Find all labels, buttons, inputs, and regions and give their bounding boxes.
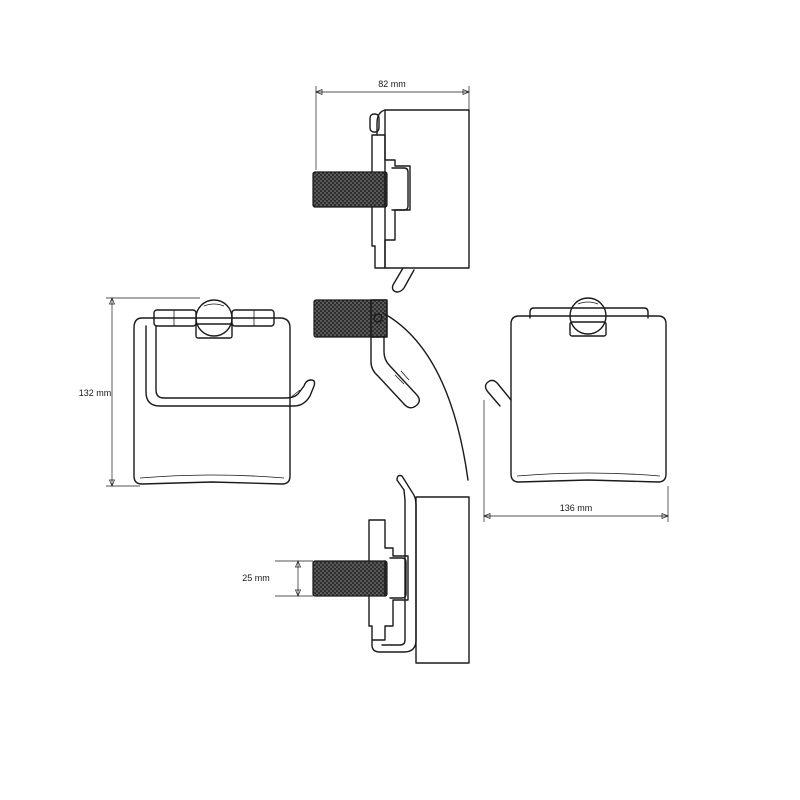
knurled-bar-bottom — [312, 560, 388, 597]
front-view-left: 132 mm — [79, 297, 316, 487]
knurled-bar — [312, 171, 388, 208]
front-view-right: 136 mm — [483, 297, 669, 522]
height-dimension: 132 mm — [79, 297, 200, 487]
knurled-bar-center — [313, 299, 388, 338]
depth-dimension-label: 82 mm — [378, 79, 406, 89]
bar-diameter-dimension: 25 mm — [242, 560, 313, 597]
width-dimension: 136 mm — [483, 400, 669, 522]
bar-diameter-label: 25 mm — [242, 573, 270, 583]
height-dimension-label: 132 mm — [79, 388, 112, 398]
bottom-side-view: 25 mm — [242, 474, 470, 664]
center-bar-view — [313, 299, 469, 481]
depth-dimension: 82 mm — [315, 79, 470, 170]
width-dimension-label: 136 mm — [560, 503, 593, 513]
top-side-view: 82 mm — [312, 79, 470, 293]
